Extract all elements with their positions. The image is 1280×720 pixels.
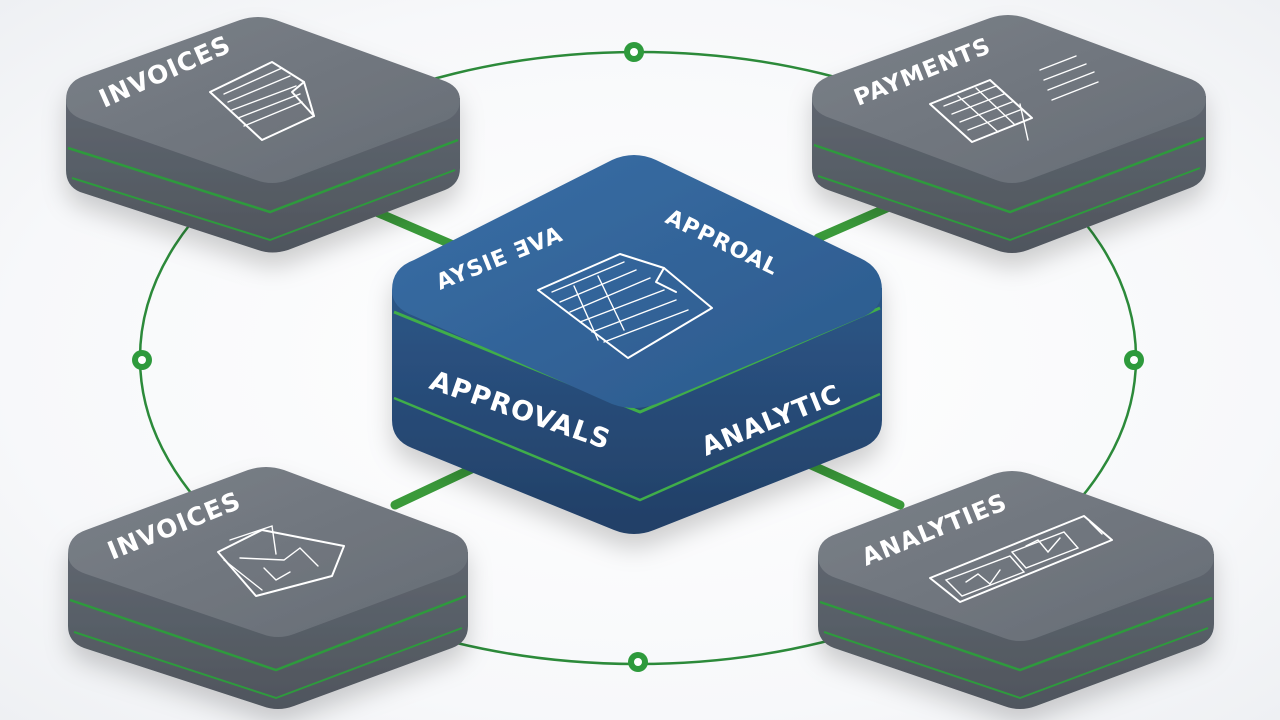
sketch-icon bbox=[217, 525, 345, 597]
node-accent-line-lower bbox=[73, 627, 463, 700]
node-invoices-top-left[interactable]: INVOICES bbox=[66, 17, 460, 253]
ring-node-left bbox=[132, 350, 152, 370]
document-table-icon bbox=[537, 253, 713, 359]
node-accent-line bbox=[819, 596, 1213, 672]
link-bottom-right bbox=[795, 455, 905, 510]
node-accent-line-lower bbox=[71, 169, 456, 242]
document-icon bbox=[209, 61, 315, 141]
node-accent-line bbox=[69, 594, 467, 672]
node-top-face bbox=[66, 17, 460, 183]
node-accent-line-lower bbox=[817, 167, 1201, 242]
node-accent-line bbox=[67, 138, 459, 214]
node-invoices-bottom-left[interactable]: INVOICES bbox=[68, 467, 468, 709]
ring-node-bottom bbox=[628, 652, 648, 672]
ring-node-right bbox=[1124, 350, 1144, 370]
node-analyties-bottom-right[interactable]: ANALYTIES bbox=[818, 471, 1214, 709]
node-payments-top-right[interactable]: PAYMENTS bbox=[812, 15, 1206, 253]
hub-accent-line-lower bbox=[393, 392, 881, 502]
dashboard-icon bbox=[929, 515, 1113, 603]
hub-top-face bbox=[392, 155, 882, 408]
node-accent-line-lower bbox=[823, 627, 1209, 700]
ledger-chart-icon bbox=[929, 55, 1099, 143]
link-bottom-left bbox=[390, 460, 485, 510]
ring-node-top bbox=[624, 42, 644, 62]
node-top-face bbox=[68, 467, 468, 637]
hub-approvals-analytics[interactable]: AYSIE ƎVA APPROAL APPROVALS ANALYTIC bbox=[392, 155, 882, 534]
node-top-face bbox=[812, 15, 1206, 183]
node-accent-line bbox=[813, 136, 1205, 214]
